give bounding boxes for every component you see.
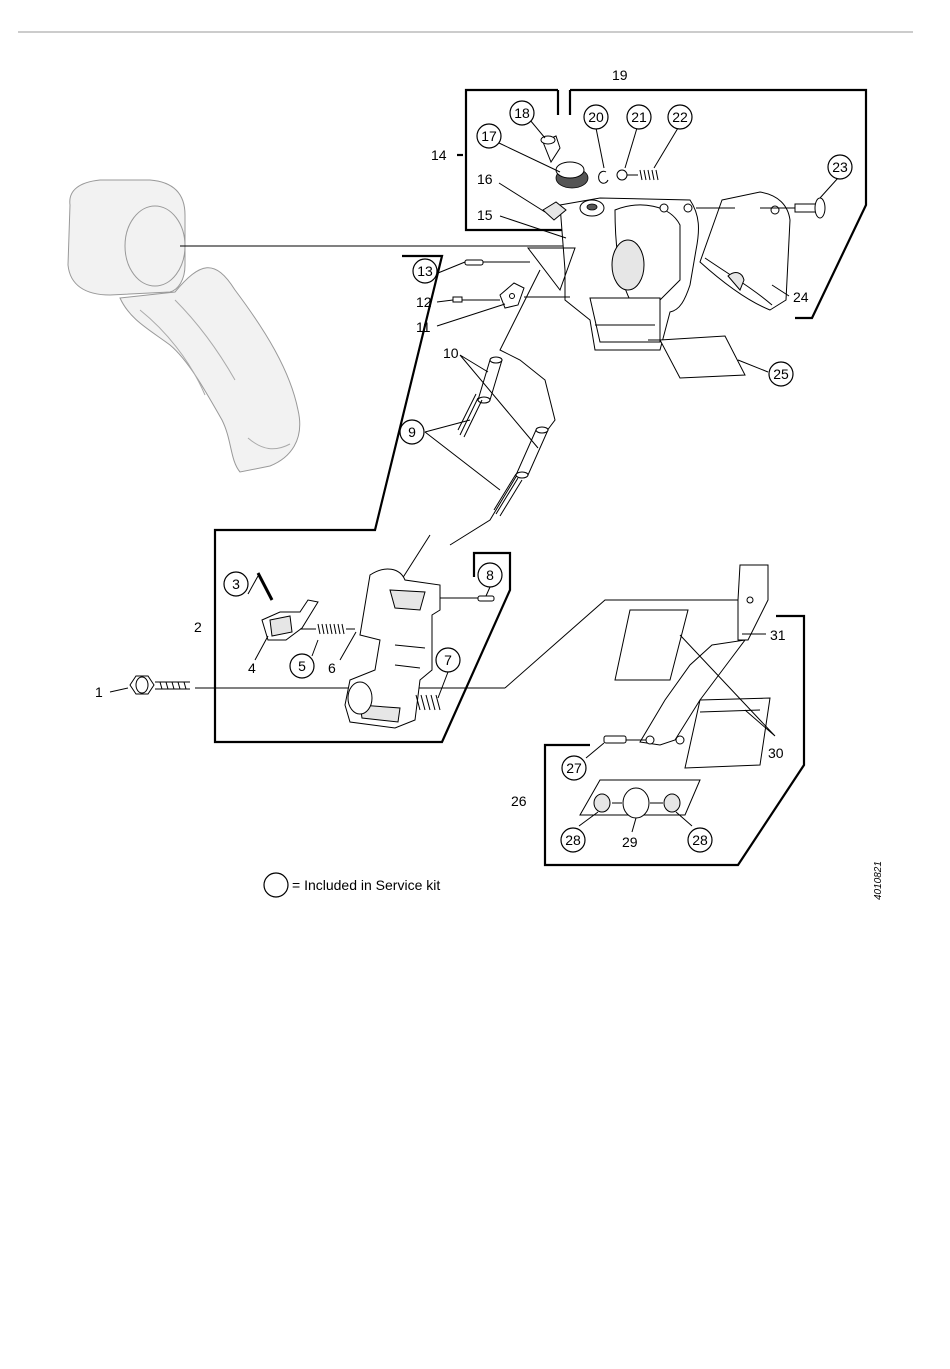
label-17: 17 [481,128,497,144]
cover-part-24 [700,192,790,310]
document-id: 4010821 [873,861,884,900]
label-21: 21 [631,109,647,125]
label-2: 2 [194,619,202,635]
label-28-right: 28 [692,832,708,848]
label-25: 25 [773,366,789,382]
label-29: 29 [622,834,638,850]
bolt-part-1 [130,676,190,694]
parts-11-12-13 [453,260,570,308]
label-6: 6 [328,660,336,676]
shaft-assembly-parts [580,565,770,818]
label-4: 4 [248,660,256,676]
label-22: 22 [672,109,688,125]
plate-part-25 [648,336,745,378]
pins-and-springs-9-10 [458,357,548,516]
legend-circle-icon [264,873,288,897]
legend-text: = Included in Service kit [292,877,440,893]
label-9: 9 [408,424,416,440]
label-11: 11 [416,319,431,335]
label-27: 27 [566,760,582,776]
label-15: 15 [477,207,493,223]
legend: = Included in Service kit [264,873,440,897]
label-18: 18 [514,105,530,121]
label-26: 26 [511,793,527,809]
label-23: 23 [832,159,848,175]
label-16: 16 [477,171,493,187]
label-8: 8 [486,567,494,583]
label-31: 31 [770,627,786,643]
label-5: 5 [298,658,306,674]
label-13: 13 [417,263,433,279]
label-24: 24 [793,289,809,305]
label-20: 20 [588,109,604,125]
label-19: 19 [612,67,628,83]
label-7: 7 [444,652,452,668]
label-12: 12 [416,294,432,310]
handle-illustration [68,180,300,472]
label-30: 30 [768,745,784,761]
label-28-left: 28 [565,832,581,848]
label-1: 1 [95,684,103,700]
label-10: 10 [443,345,459,361]
label-3: 3 [232,576,240,592]
label-14: 14 [431,147,447,163]
housing-part-15 [528,198,698,350]
